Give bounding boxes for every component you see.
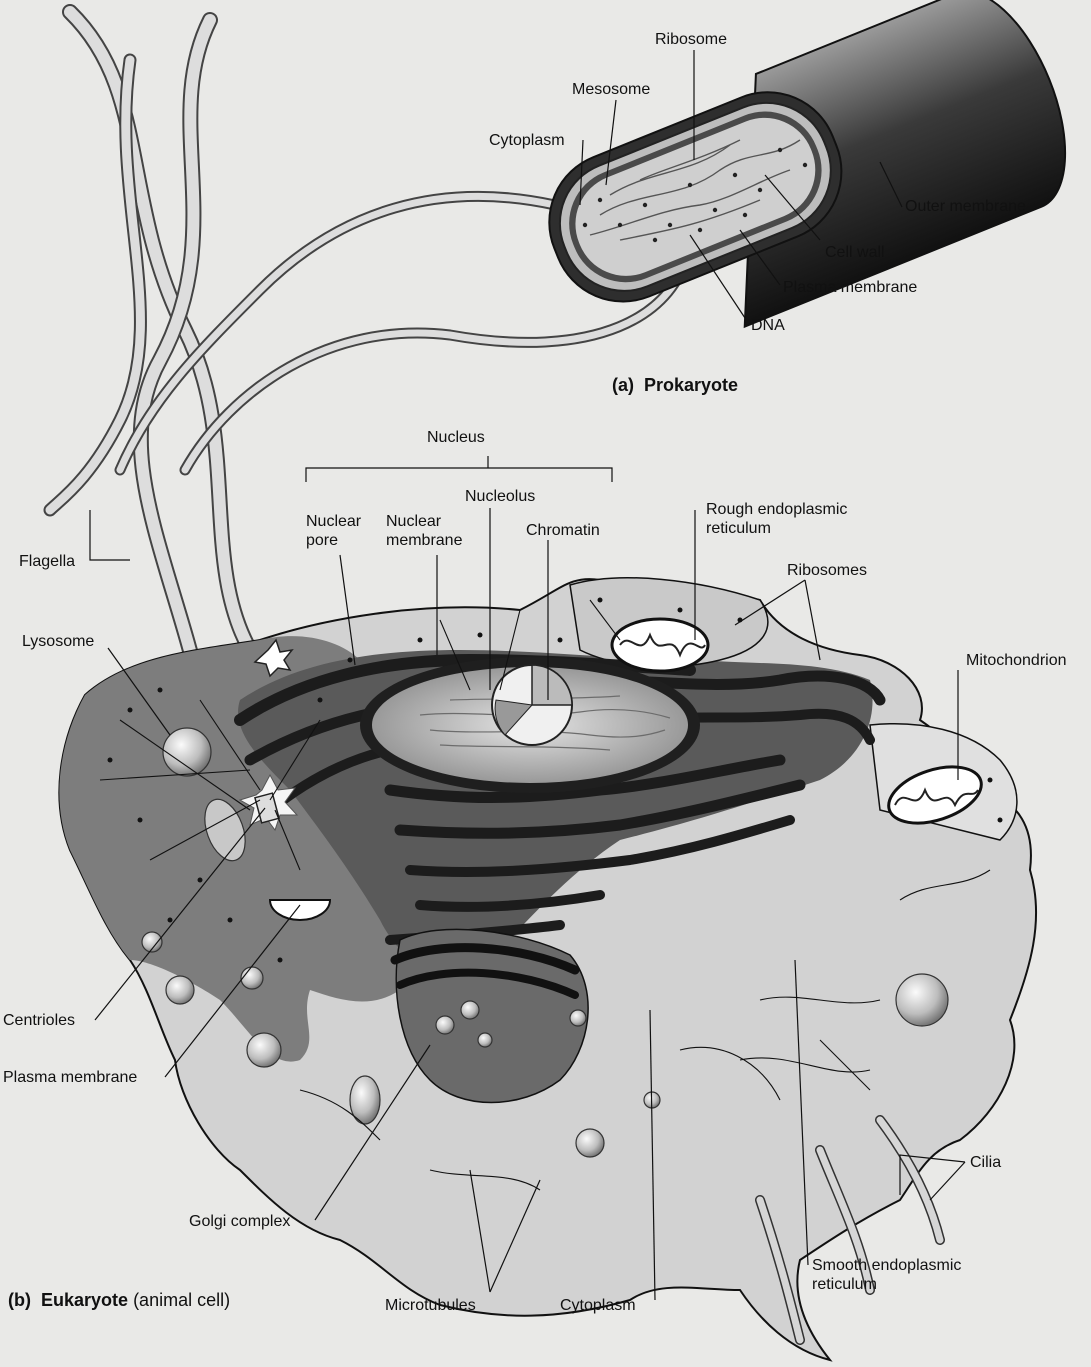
label-outer-membrane: Outer membrane bbox=[905, 197, 1026, 216]
label-cytoplasm-eukaryote: Cytoplasm bbox=[560, 1296, 636, 1315]
label-centrioles: Centrioles bbox=[3, 1011, 75, 1030]
label-mesosome: Mesosome bbox=[572, 80, 650, 99]
label-nuclear-membrane-line1: Nuclear bbox=[386, 512, 462, 531]
caption-prokaryote-name: Prokaryote bbox=[644, 375, 738, 395]
label-rough-er: Rough endoplasmic reticulum bbox=[706, 500, 847, 538]
nucleus-shape bbox=[360, 657, 700, 793]
label-smooth-er: Smooth endoplasmic reticulum bbox=[812, 1256, 961, 1294]
label-chromatin: Chromatin bbox=[526, 521, 600, 540]
label-smooth-er-line2: reticulum bbox=[812, 1275, 961, 1294]
caption-eukaryote-letter: (b) bbox=[8, 1290, 31, 1310]
label-cytoplasm-prokaryote: Cytoplasm bbox=[489, 131, 565, 150]
label-nuclear-pore-line1: Nuclear bbox=[306, 512, 361, 531]
label-nuclear-membrane-line2: membrane bbox=[386, 531, 462, 550]
label-flagella: Flagella bbox=[19, 552, 75, 571]
label-dna: DNA bbox=[751, 316, 785, 335]
label-rough-er-line2: reticulum bbox=[706, 519, 847, 538]
caption-eukaryote-note: (animal cell) bbox=[133, 1290, 230, 1310]
label-plasma-membrane-eukaryote: Plasma membrane bbox=[3, 1068, 137, 1087]
label-nucleus: Nucleus bbox=[427, 428, 485, 447]
label-golgi-complex: Golgi complex bbox=[189, 1212, 290, 1231]
label-nuclear-membrane: Nuclear membrane bbox=[386, 512, 462, 550]
label-cell-wall: Cell wall bbox=[825, 243, 885, 262]
label-smooth-er-line1: Smooth endoplasmic bbox=[812, 1256, 961, 1275]
label-rough-er-line1: Rough endoplasmic bbox=[706, 500, 847, 519]
label-microtubules: Microtubules bbox=[385, 1296, 476, 1315]
label-ribosomes: Ribosomes bbox=[787, 561, 867, 580]
caption-prokaryote: (a) Prokaryote bbox=[612, 375, 738, 396]
label-lysosome: Lysosome bbox=[22, 632, 94, 651]
label-nuclear-pore-line2: pore bbox=[306, 531, 361, 550]
label-plasma-membrane-prokaryote: Plasma membrane bbox=[783, 278, 917, 297]
caption-eukaryote: (b) Eukaryote (animal cell) bbox=[8, 1290, 230, 1311]
label-ribosome: Ribosome bbox=[655, 30, 727, 49]
caption-prokaryote-letter: (a) bbox=[612, 375, 634, 395]
label-nuclear-pore: Nuclear pore bbox=[306, 512, 361, 550]
label-mitochondrion: Mitochondrion bbox=[966, 651, 1067, 670]
caption-eukaryote-name: Eukaryote bbox=[41, 1290, 128, 1310]
label-nucleolus: Nucleolus bbox=[465, 487, 535, 506]
label-cilia: Cilia bbox=[970, 1153, 1001, 1172]
